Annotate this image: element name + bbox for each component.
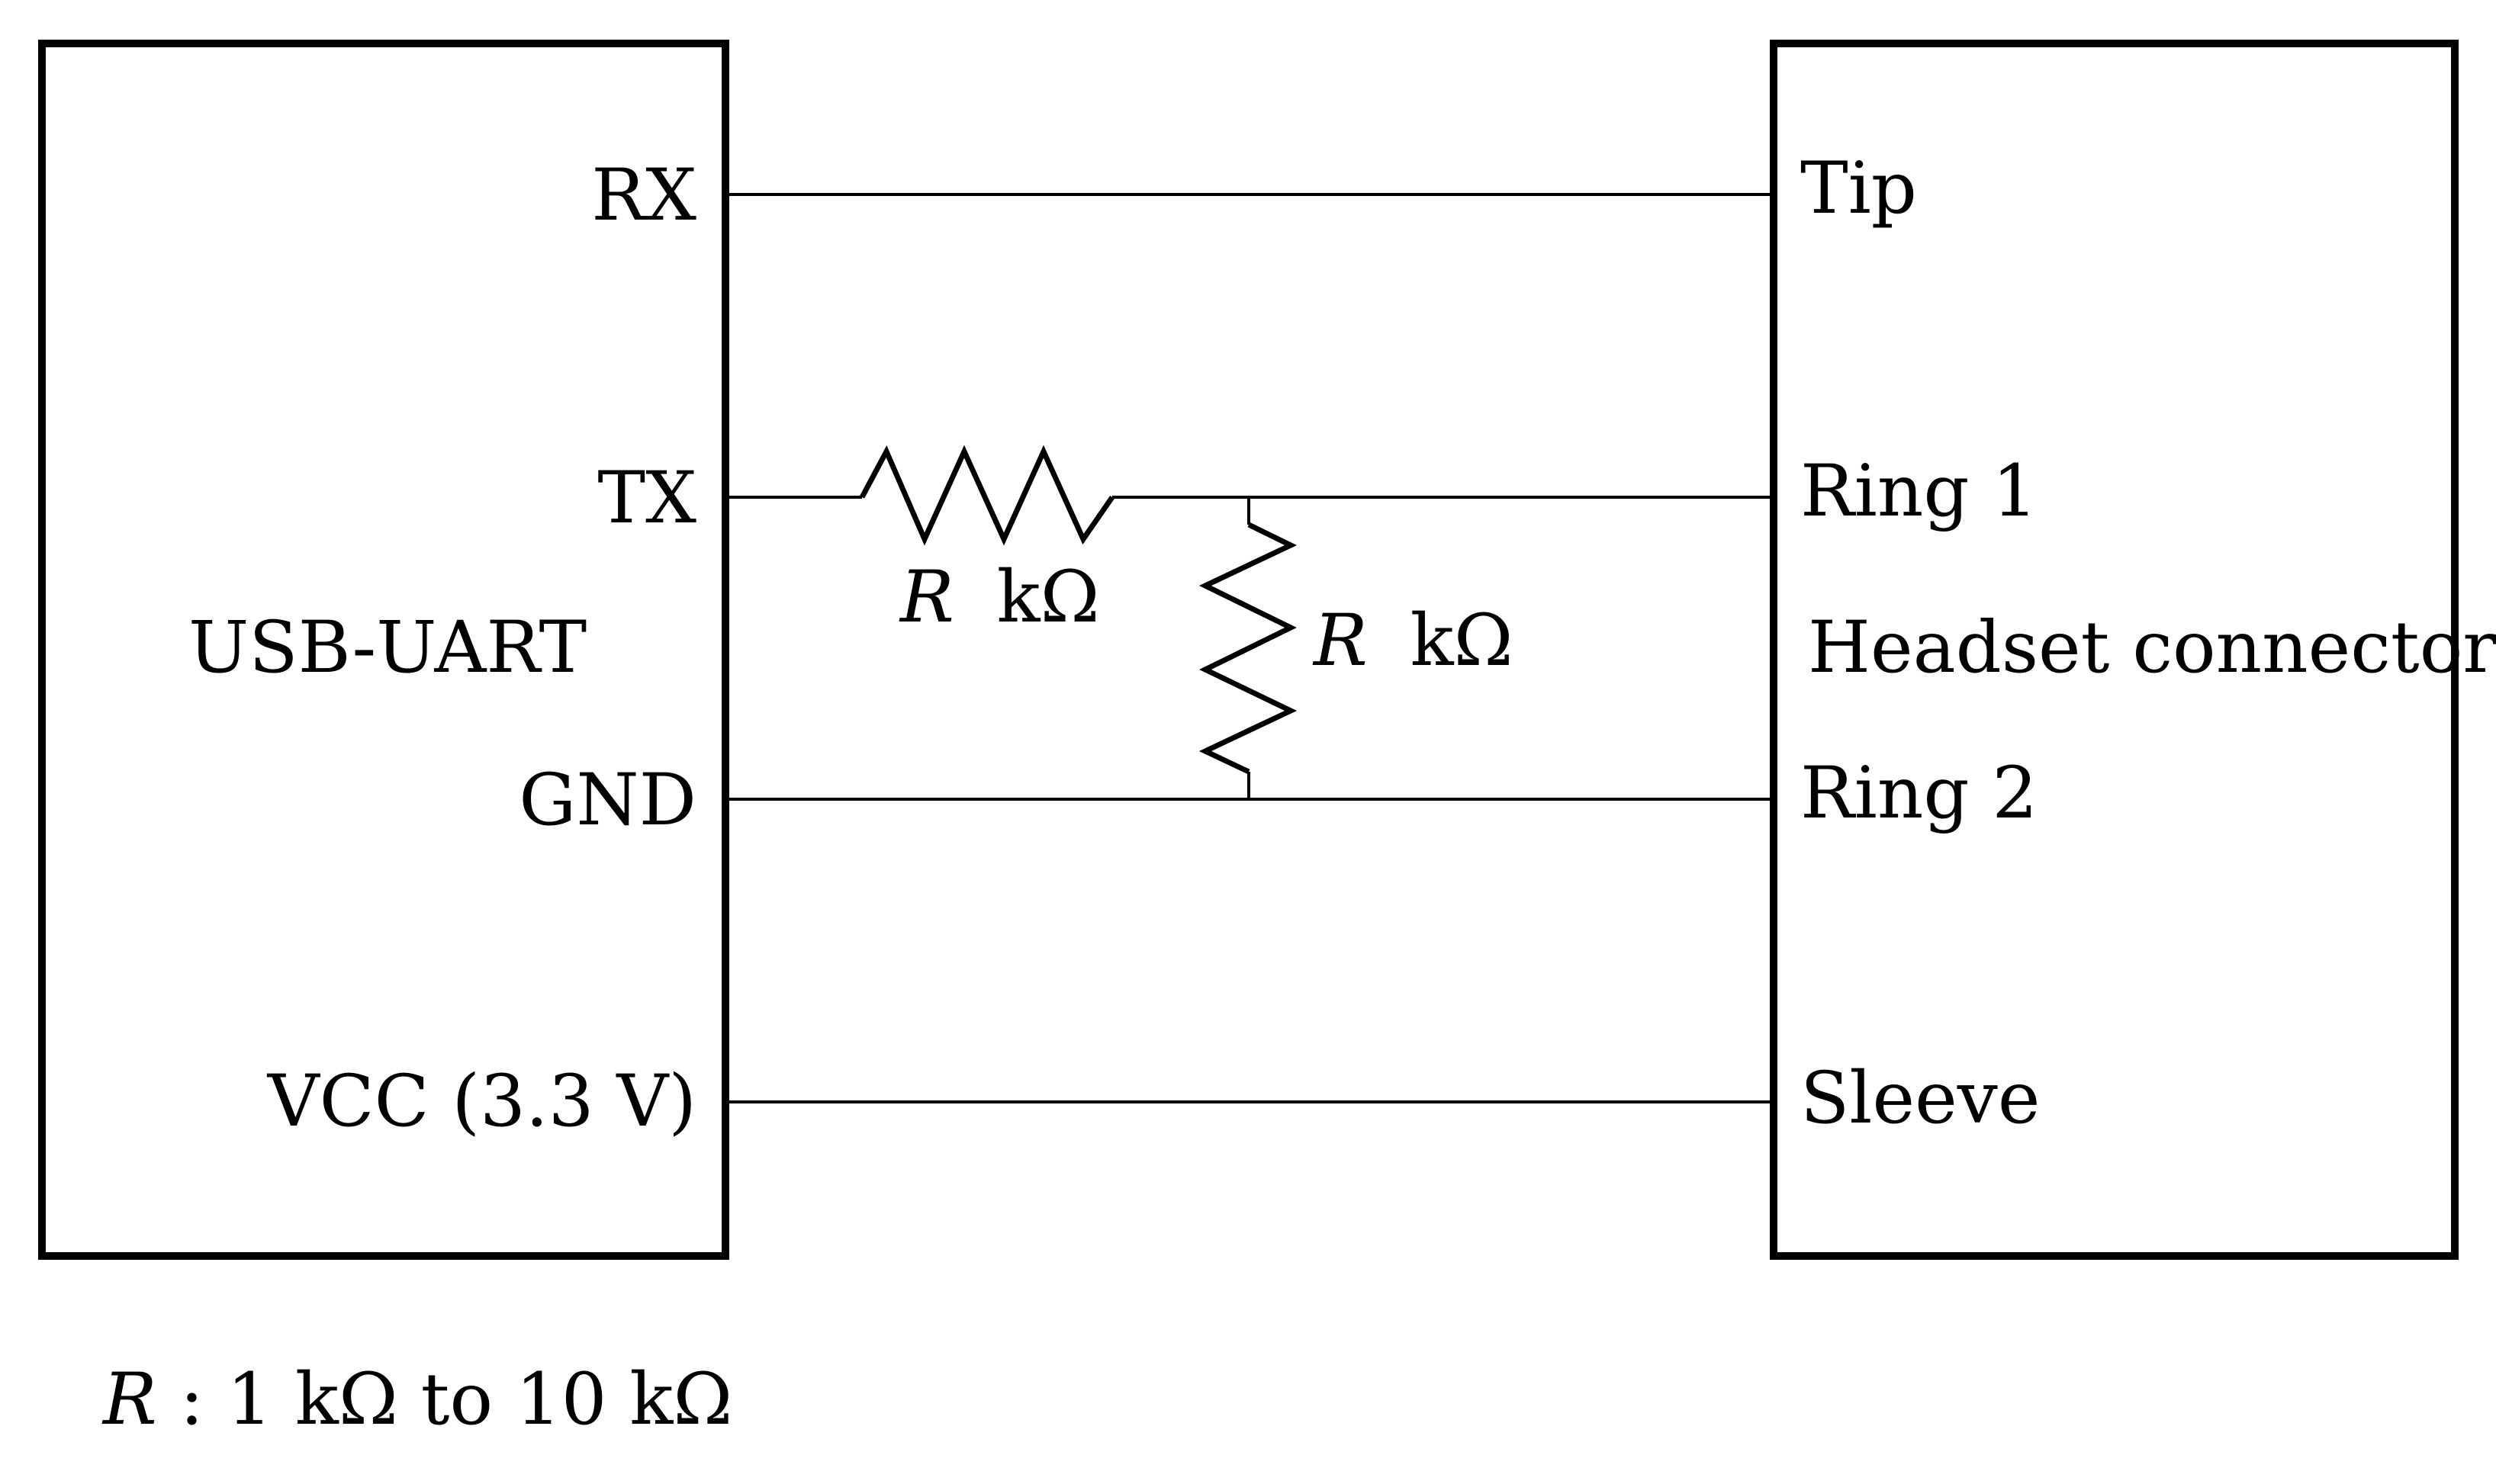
pin-label-tip: Tip — [1800, 147, 1917, 230]
shunt-resistor-unit: kΩ — [1410, 599, 1513, 683]
series-resistor-label: R kΩ — [899, 556, 1100, 639]
usb-uart-block — [38, 40, 729, 1260]
shunt-resistor-label: R kΩ — [1312, 599, 1513, 683]
series-resistor-symbol: R — [899, 556, 954, 639]
usb-uart-title: USB-UART — [188, 606, 587, 689]
pin-label-ring2: Ring 2 — [1800, 752, 2038, 835]
series-resistor — [859, 445, 1115, 546]
pin-label-ring1: Ring 1 — [1800, 450, 2038, 533]
pin-label-sleeve: Sleeve — [1800, 1057, 2040, 1140]
headset-connector-block — [1770, 40, 2459, 1260]
resistor-range-note: R : 1 kΩ to 10 kΩ — [101, 1358, 732, 1441]
note-text: : 1 kΩ to 10 kΩ — [180, 1358, 733, 1441]
series-resistor-unit: kΩ — [997, 556, 1100, 639]
note-symbol: R — [101, 1358, 157, 1441]
pin-label-vcc: VCC (3.3 V) — [267, 1060, 696, 1143]
pin-label-gnd: GND — [519, 759, 696, 842]
shunt-resistor-symbol: R — [1312, 599, 1368, 683]
pin-label-tx: TX — [597, 457, 696, 540]
shunt-resistor — [1198, 522, 1298, 775]
headset-connector-title: Headset connector — [1808, 606, 2496, 689]
pin-label-rx: RX — [591, 154, 696, 237]
